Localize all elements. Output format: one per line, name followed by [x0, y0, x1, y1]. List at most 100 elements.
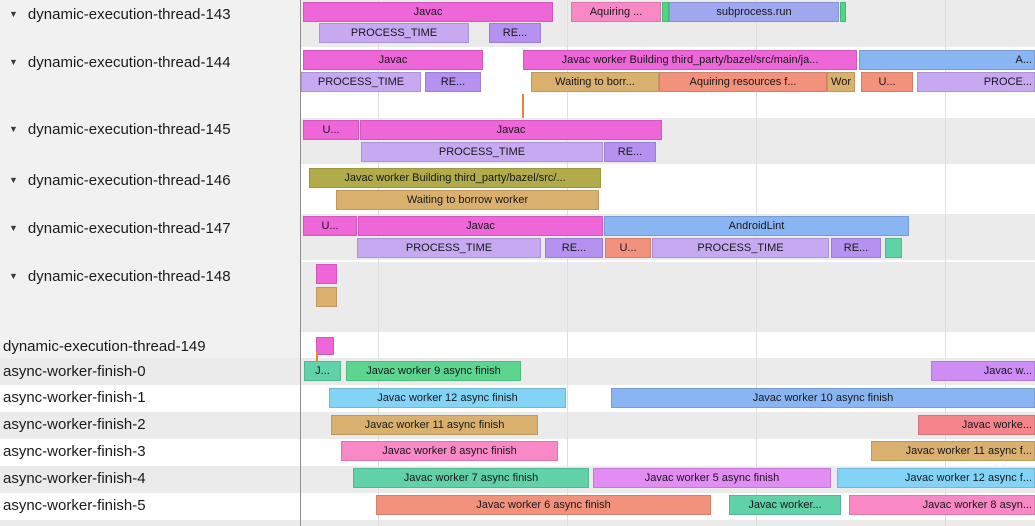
track-label-async-worker-finish-5[interactable]: async-worker-finish-5 — [0, 495, 300, 515]
sidebar-separator[interactable] — [300, 0, 301, 526]
trace-slice[interactable]: Javac worker 8 async finish — [341, 441, 558, 461]
slice-label: Javac worker 10 async finish — [752, 392, 894, 404]
trace-slice[interactable]: Javac worker 6 async finish — [376, 495, 711, 515]
slice-label: RE... — [843, 242, 869, 254]
trace-slice[interactable]: U... — [303, 120, 359, 140]
slice-label: Javac worker 8 asyn... — [922, 499, 1032, 511]
trace-slice[interactable]: RE... — [425, 72, 481, 92]
slice-label: Javac worke... — [961, 419, 1032, 431]
slice-label: Javac worker 5 async finish — [644, 472, 780, 484]
trace-slice[interactable]: Javac — [360, 120, 662, 140]
time-gridline — [378, 0, 379, 526]
track-label-dynamic-execution-thread-147[interactable]: ▼dynamic-execution-thread-147 — [0, 218, 300, 238]
slice-label: subprocess.run — [716, 6, 792, 18]
slice-label: Javac w... — [983, 365, 1032, 377]
track-name: async-worker-finish-3 — [3, 442, 146, 460]
collapse-triangle-icon[interactable]: ▼ — [9, 271, 18, 281]
trace-slice[interactable]: Javac worker 11 async finish — [331, 415, 538, 435]
track-label-dynamic-execution-thread-145[interactable]: ▼dynamic-execution-thread-145 — [0, 119, 300, 139]
slice-label: AndroidLint — [728, 220, 785, 232]
collapse-triangle-icon[interactable]: ▼ — [9, 9, 18, 19]
slice-label: Javac worker Building third_party/bazel/… — [344, 172, 566, 184]
trace-slice[interactable]: Javac worker 11 async f... — [871, 441, 1035, 461]
trace-slice[interactable]: RE... — [545, 238, 603, 258]
trace-slice[interactable]: Javac worker 9 async finish — [346, 361, 521, 381]
trace-slice[interactable]: PROCESS_TIME — [652, 238, 829, 258]
track-label-dynamic-execution-thread-148[interactable]: ▼dynamic-execution-thread-148 — [0, 266, 300, 286]
track-name: async-worker-finish-5 — [3, 496, 146, 514]
slice-label: Javac worker 8 async finish — [382, 445, 517, 457]
trace-slice[interactable]: PROCESS_TIME — [357, 238, 541, 258]
track-label-async-worker-finish-0[interactable]: async-worker-finish-0 — [0, 361, 300, 381]
slice-label: Javac — [496, 124, 526, 136]
trace-slice[interactable]: PROCESS_TIME — [301, 72, 421, 92]
slice-label: Javac — [466, 220, 495, 232]
trace-slice[interactable]: Javac — [303, 2, 553, 22]
track-label-async-worker-finish-1[interactable]: async-worker-finish-1 — [0, 387, 300, 407]
track-label-dynamic-execution-thread-143[interactable]: ▼ dynamic-execution-thread-143 — [0, 4, 300, 24]
trace-slice[interactable]: Javac worker Building third_party/bazel/… — [523, 50, 857, 70]
time-gridline — [756, 0, 757, 526]
trace-slice[interactable]: Waiting to borrow worker — [336, 190, 599, 210]
collapse-triangle-icon[interactable]: ▼ — [9, 223, 18, 233]
trace-slice[interactable]: U... — [861, 72, 913, 92]
trace-slice[interactable]: Javac worker... — [729, 495, 841, 515]
time-gridline — [945, 0, 946, 526]
trace-slice[interactable] — [885, 238, 902, 258]
track-label-dynamic-execution-thread-144[interactable]: ▼dynamic-execution-thread-144 — [0, 52, 300, 72]
instant-event-marker[interactable] — [316, 352, 318, 362]
track-label-async-worker-finish-2[interactable]: async-worker-finish-2 — [0, 414, 300, 434]
slice-label: RE... — [440, 76, 466, 88]
trace-slice[interactable] — [840, 2, 846, 22]
slice-label: Javac worker 12 async f... — [904, 472, 1032, 484]
trace-slice[interactable]: Javac — [303, 50, 483, 70]
trace-slice[interactable]: Aquiring ... — [571, 2, 661, 22]
track-label-dynamic-execution-thread-146[interactable]: ▼dynamic-execution-thread-146 — [0, 170, 300, 190]
slice-label: RE... — [617, 146, 643, 158]
trace-slice[interactable]: Javac worker Building third_party/bazel/… — [309, 168, 601, 188]
trace-slice[interactable]: RE... — [604, 142, 656, 162]
trace-slice[interactable]: PROCE... — [917, 72, 1035, 92]
trace-slice[interactable]: U... — [303, 216, 357, 236]
trace-slice[interactable] — [316, 264, 337, 284]
track-name: dynamic-execution-thread-143 — [27, 5, 231, 23]
trace-slice[interactable]: Javac worker 7 async finish — [353, 468, 589, 488]
trace-slice[interactable]: U... — [605, 238, 651, 258]
trace-slice[interactable]: Javac worker 12 async finish — [329, 388, 566, 408]
trace-slice[interactable]: Javac worker 10 async finish — [611, 388, 1035, 408]
trace-slice[interactable]: Javac worker 12 async f... — [837, 468, 1035, 488]
trace-slice[interactable]: J... — [304, 361, 341, 381]
slice-label: PROCESS_TIME — [350, 27, 438, 39]
trace-slice[interactable]: Javac w... — [931, 361, 1035, 381]
trace-slice[interactable]: Waiting to borr... — [531, 72, 659, 92]
trace-slice[interactable]: A... — [859, 50, 1035, 70]
trace-slice[interactable] — [316, 287, 337, 307]
collapse-triangle-icon[interactable]: ▼ — [9, 57, 18, 67]
trace-slice[interactable]: Javac worker 5 async finish — [593, 468, 831, 488]
instant-event-marker[interactable] — [522, 94, 524, 118]
slice-label: A... — [1015, 54, 1032, 66]
trace-slice[interactable]: subprocess.run — [669, 2, 839, 22]
trace-slice[interactable]: PROCESS_TIME — [361, 142, 603, 162]
trace-slice[interactable]: PROCESS_TIME — [319, 23, 469, 43]
trace-slice[interactable]: RE... — [831, 238, 881, 258]
track-label-async-worker-finish-4[interactable]: async-worker-finish-4 — [0, 468, 300, 488]
trace-slice[interactable]: Javac worke... — [918, 415, 1035, 435]
trace-slice[interactable]: Aquiring resources f... — [659, 72, 827, 92]
trace-slice[interactable]: Javac — [358, 216, 603, 236]
trace-slice[interactable]: Wor — [827, 72, 855, 92]
slice-label: PROCESS_TIME — [697, 242, 784, 254]
track-label-async-worker-finish-3[interactable]: async-worker-finish-3 — [0, 441, 300, 461]
slice-label: RE... — [502, 27, 528, 39]
trace-slice[interactable]: Javac worker 8 asyn... — [849, 495, 1035, 515]
collapse-triangle-icon[interactable]: ▼ — [9, 175, 18, 185]
collapse-triangle-icon[interactable]: ▼ — [9, 124, 18, 134]
track-name: dynamic-execution-thread-149 — [3, 337, 206, 355]
slice-label: Javac — [413, 6, 443, 18]
trace-slice[interactable]: RE... — [489, 23, 541, 43]
track-label-dynamic-execution-thread-149[interactable]: dynamic-execution-thread-149 — [0, 336, 300, 356]
trace-slice[interactable] — [662, 2, 669, 22]
trace-slice[interactable] — [316, 337, 334, 355]
trace-slice[interactable]: AndroidLint — [604, 216, 909, 236]
